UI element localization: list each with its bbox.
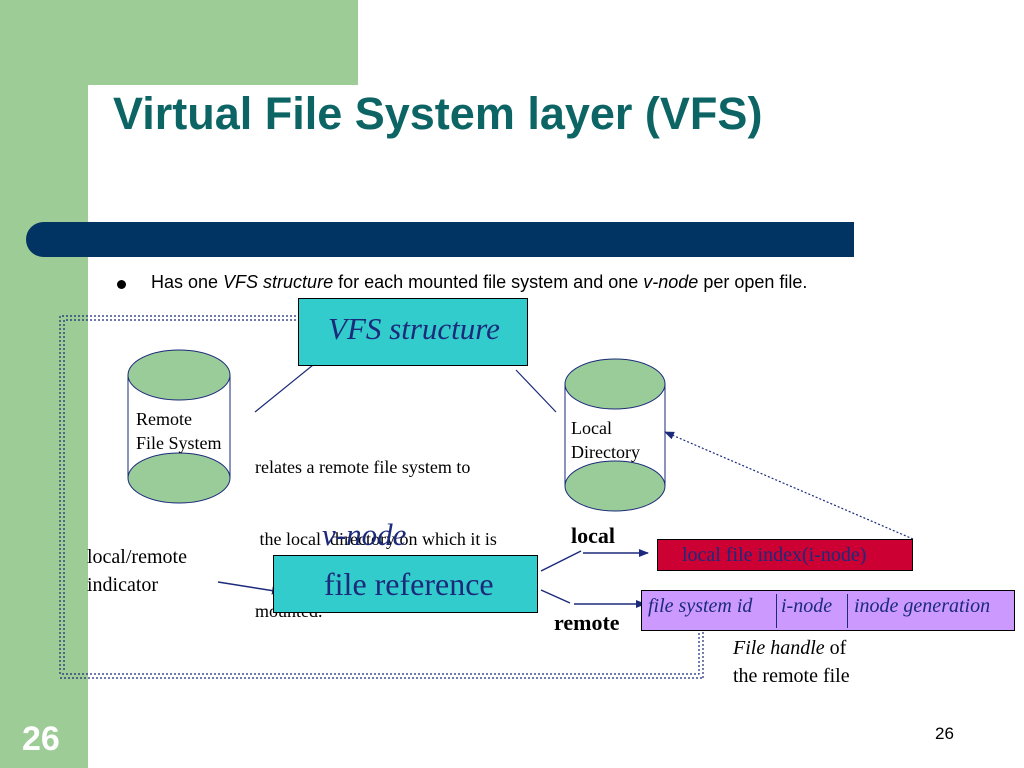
file-handle-caption-line-1: File handle of (733, 634, 850, 662)
fh-divider-2 (847, 594, 848, 628)
fh-inode-generation: inode generation (854, 595, 991, 617)
file-handle-caption: File handle of the remote file (733, 634, 850, 690)
fh-file-system-id: file system id (648, 595, 753, 617)
vfs-to-remote-line (254, 364, 314, 413)
remote-fs-label: Remote File System (136, 407, 222, 455)
fh-divider-1 (776, 594, 777, 628)
slide-title: Virtual File System layer (VFS) (113, 88, 763, 139)
top-band (0, 0, 358, 85)
bullet-vnode: v-node (643, 272, 699, 292)
vfs-structure-label: VFS structure (328, 311, 500, 346)
bullet-text: Has one VFS structure for each mounted f… (151, 272, 807, 293)
local-arrow-line (540, 550, 582, 572)
vfs-to-local-line (515, 369, 557, 413)
file-handle-of: of (824, 637, 847, 659)
bullet-part2: for each mounted file system and one (333, 272, 644, 292)
remote-fs-cylinder (127, 349, 231, 504)
remote-label: remote (554, 610, 620, 635)
title-underline-bar (26, 222, 854, 257)
local-file-index-box: local file index(i-node) (657, 539, 913, 571)
bullet-dot-icon (117, 280, 126, 289)
vnode-box: file reference (273, 555, 538, 613)
file-handle-italic: File handle (733, 637, 825, 659)
bullet-part1: Has one (151, 272, 224, 292)
content-area (88, 85, 1024, 768)
bullet-vfs-structure: VFS structure (223, 272, 334, 292)
file-handle-box: file system id i-node inode generation (641, 590, 1015, 631)
relates-line-1: relates a remote file system to (255, 457, 471, 477)
local-dir-label: Local Directory (571, 416, 640, 464)
page-number-large: 26 (22, 720, 60, 758)
vfs-structure-box: VFS structure (298, 298, 528, 366)
indicator-line-2: indicator (87, 574, 159, 596)
local-file-index-label: local file index(i-node) (682, 544, 867, 566)
dotted-frame-inner (63, 319, 296, 670)
file-handle-caption-line-2: the remote file (733, 665, 850, 687)
local-dir-cylinder (564, 358, 666, 512)
local-index-to-directory-arrow (664, 431, 914, 540)
local-label: local (571, 523, 615, 548)
side-band (0, 0, 88, 768)
remote-fs-line-1: Remote (136, 409, 192, 429)
indicator-line-1: local/remote (87, 546, 187, 568)
remote-fs-line-2: File System (136, 433, 222, 453)
local-dir-line-2: Directory (571, 442, 640, 462)
remote-arrow-line (540, 589, 571, 604)
fh-inode: i-node (781, 595, 833, 617)
indicator-label: local/remote indicator (87, 543, 187, 599)
indicator-arrow (217, 581, 282, 595)
page-number-small: 26 (935, 724, 954, 743)
relates-line-2: the local directory on which it is (255, 529, 497, 549)
file-reference-label: file reference (324, 566, 494, 602)
local-dir-line-1: Local (571, 418, 612, 438)
dotted-frame (59, 315, 700, 675)
bullet-part3: per open file. (698, 272, 808, 292)
vnode-title: v-node (322, 517, 407, 552)
